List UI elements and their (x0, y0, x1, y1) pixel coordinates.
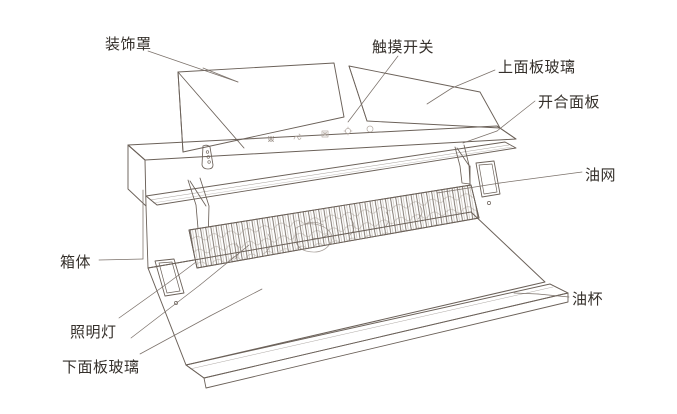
lower-panel-glass-shape (147, 211, 546, 366)
upper-panel-glass-shape (348, 65, 501, 129)
indicator-module (201, 144, 214, 170)
grease-filter-shape (188, 184, 480, 269)
label-lower-panel-glass: 下面板玻璃 (62, 358, 140, 376)
label-lighting-lamp: 照明灯 (70, 323, 117, 341)
lighting-lamp-right (475, 160, 501, 205)
leader-lines (98, 50, 583, 355)
label-grease-filter: 油网 (585, 166, 617, 184)
decorative-cover-shape (177, 62, 345, 153)
oil-cup-shape (185, 283, 569, 389)
touch-switch-controls (267, 125, 374, 143)
lighting-lamp-left (154, 258, 185, 305)
label-housing-body: 箱体 (60, 253, 92, 271)
label-oil-cup: 油杯 (572, 290, 604, 308)
label-decorative-cover: 装饰罩 (105, 35, 152, 53)
label-upper-panel-glass: 上面板玻璃 (498, 58, 576, 76)
label-touch-switch: 触摸开关 (372, 38, 435, 56)
opening-panel-shape (145, 141, 517, 206)
label-opening-panel: 开合面板 (538, 93, 601, 111)
